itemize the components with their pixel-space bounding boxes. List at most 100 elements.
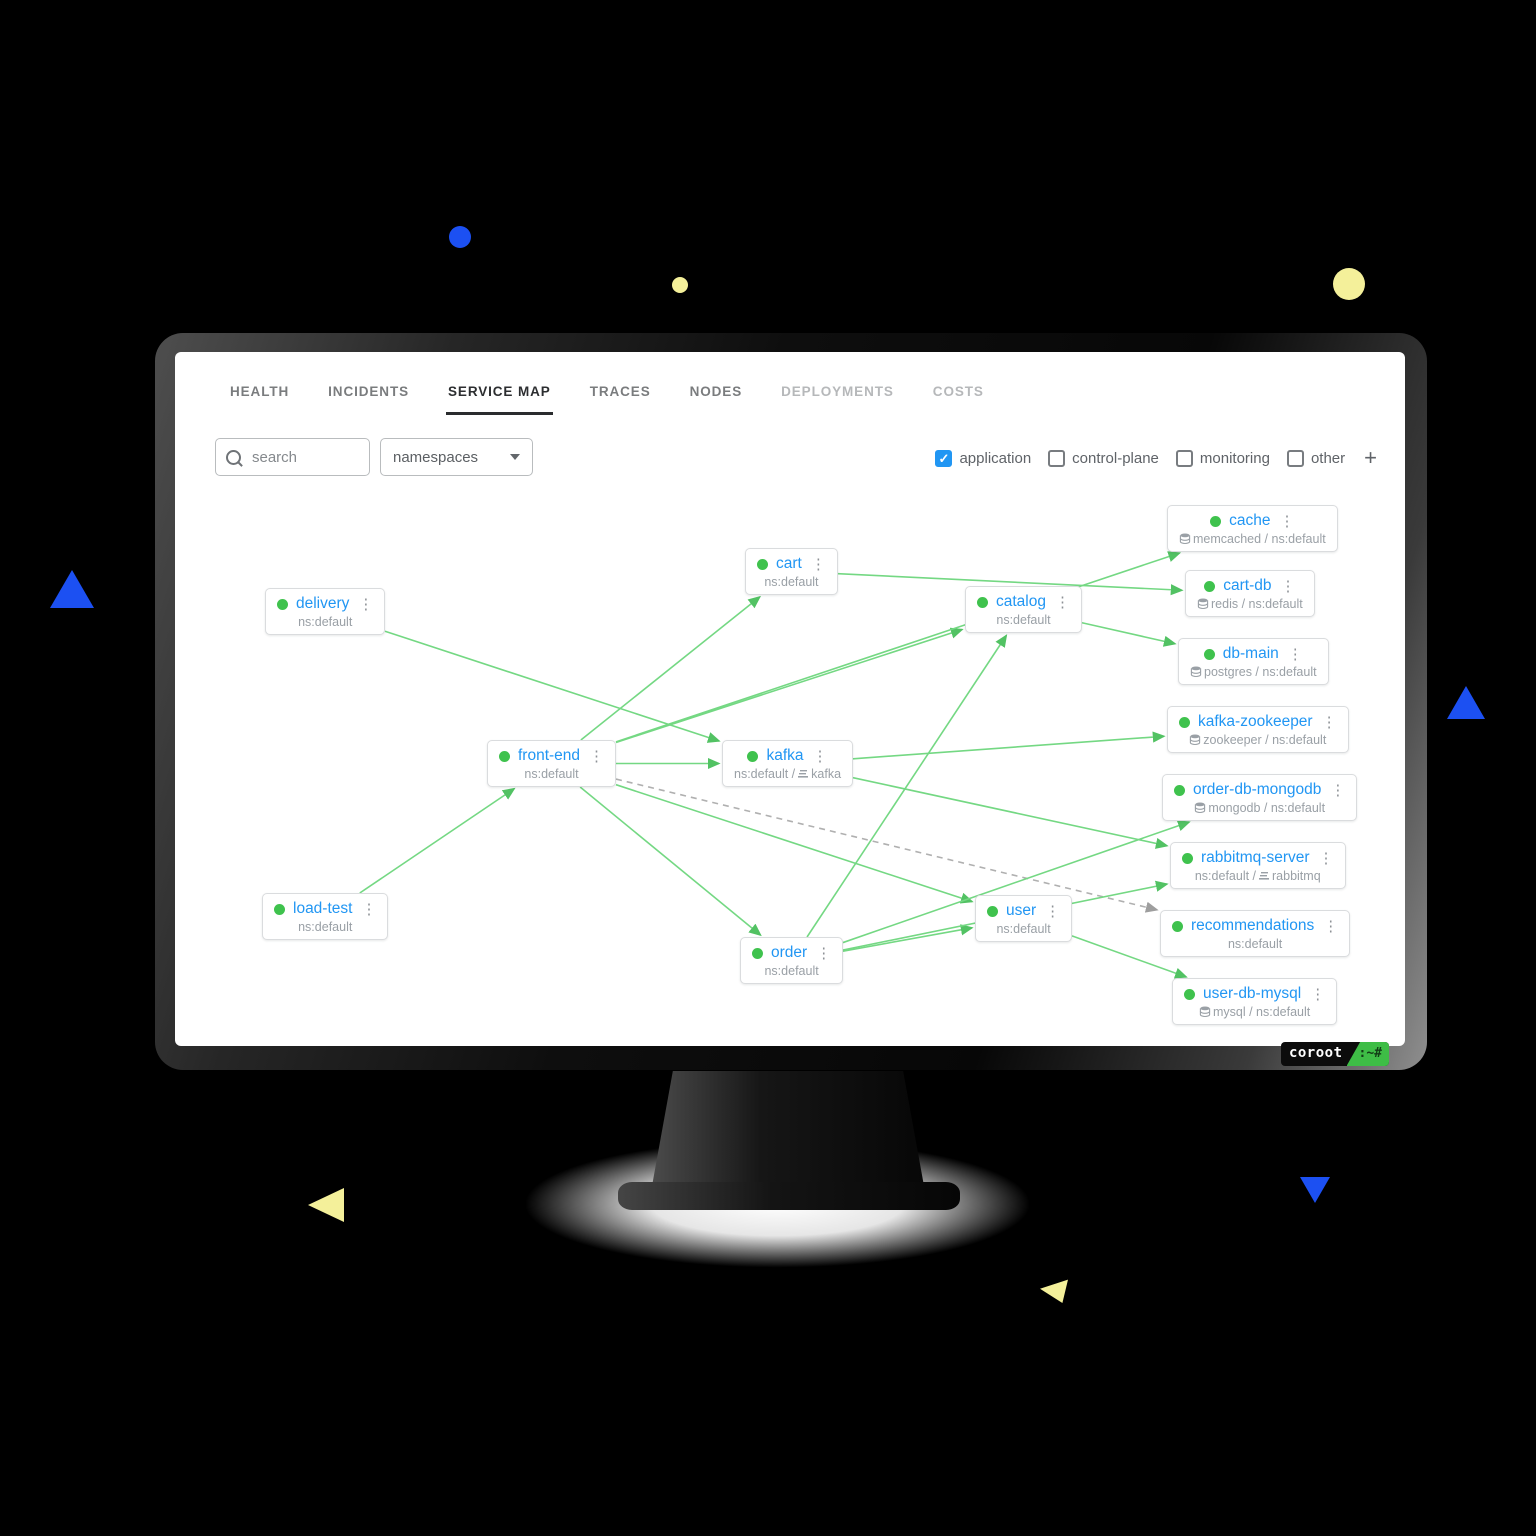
service-node-kafka[interactable]: kafka⋮ns:default / kafka bbox=[722, 740, 854, 787]
service-subtitle: postgres / ns:default bbox=[1190, 665, 1317, 679]
service-node-front-end[interactable]: front-end⋮ns:default bbox=[487, 740, 617, 787]
service-name[interactable]: cart-db bbox=[1223, 577, 1272, 594]
service-node-order[interactable]: order ⋮ ns:default bbox=[740, 937, 844, 984]
service-subtitle: ns:default bbox=[298, 615, 353, 629]
decor-triangle-blue-right bbox=[1447, 686, 1485, 719]
service-node-delivery[interactable]: delivery ⋮ ns:default bbox=[265, 588, 386, 635]
service-name[interactable]: order bbox=[771, 944, 808, 961]
db-icon bbox=[1194, 802, 1206, 814]
status-dot bbox=[274, 903, 285, 915]
service-name[interactable]: front-end bbox=[518, 747, 581, 764]
service-subtitle: memcached / ns:default bbox=[1179, 532, 1326, 546]
kebab-menu-icon[interactable]: ⋮ bbox=[589, 748, 605, 765]
kebab-menu-icon[interactable]: ⋮ bbox=[810, 556, 826, 573]
service-node-catalog[interactable]: catalog⋮ns:default bbox=[965, 586, 1082, 633]
tab-service-map[interactable]: SERVICE MAP bbox=[446, 384, 553, 415]
decor-circle-blue bbox=[449, 226, 471, 248]
checkbox-icon[interactable] bbox=[1286, 449, 1304, 467]
db-icon bbox=[1197, 598, 1209, 610]
service-name[interactable]: delivery bbox=[296, 595, 350, 612]
status-dot bbox=[1172, 920, 1183, 932]
service-node-rabbitmq-server[interactable]: rabbitmq-server⋮ns:default / rabbitmq bbox=[1170, 842, 1346, 889]
filter-label: other bbox=[1310, 449, 1346, 467]
status-dot bbox=[1184, 988, 1195, 1000]
search-input[interactable] bbox=[250, 447, 359, 467]
tab-traces[interactable]: TRACES bbox=[589, 384, 651, 399]
service-node-cache[interactable]: cache ⋮ memcached / ns:default bbox=[1167, 505, 1338, 552]
tab-incidents[interactable]: INCIDENTS bbox=[328, 384, 410, 399]
service-name[interactable]: rabbitmq-server bbox=[1201, 849, 1310, 866]
db-icon bbox=[1190, 666, 1202, 678]
queue-icon bbox=[797, 768, 809, 780]
service-subtitle: zookeeper / ns:default bbox=[1179, 733, 1337, 747]
service-node-db-main[interactable]: db-main ⋮ postgres / ns:default bbox=[1178, 638, 1329, 685]
service-node-kafka-zookeeper[interactable]: kafka-zookeeper ⋮ zookeeper / ns:default bbox=[1167, 706, 1349, 753]
service-name[interactable]: cache bbox=[1229, 512, 1271, 529]
status-dot bbox=[1204, 580, 1216, 592]
chevron-down-icon bbox=[510, 454, 520, 460]
checkbox-icon[interactable] bbox=[1048, 449, 1066, 467]
service-node-user-db-mysql[interactable]: user-db-mysql⋮mysql / ns:default bbox=[1172, 978, 1338, 1025]
kebab-menu-icon[interactable]: ⋮ bbox=[1280, 578, 1296, 595]
service-node-load-test[interactable]: load-test ⋮ ns:default bbox=[262, 893, 389, 940]
status-dot bbox=[977, 596, 988, 608]
service-name[interactable]: load-test bbox=[293, 900, 353, 917]
tab-costs[interactable]: COSTS bbox=[932, 384, 984, 399]
kebab-menu-icon[interactable]: ⋮ bbox=[1323, 918, 1339, 935]
service-name[interactable]: cart bbox=[776, 555, 802, 572]
filter-label: application bbox=[959, 449, 1032, 467]
kebab-menu-icon[interactable]: ⋮ bbox=[1287, 646, 1303, 663]
search-icon bbox=[226, 449, 241, 465]
tab-nodes[interactable]: NODES bbox=[689, 384, 743, 399]
kebab-menu-icon[interactable]: ⋮ bbox=[1279, 513, 1295, 530]
kebab-menu-icon[interactable]: ⋮ bbox=[358, 596, 374, 613]
service-map-canvas: delivery ⋮ ns:default load-test ⋮ ns:default f… bbox=[175, 352, 1405, 1046]
service-name[interactable]: order-db-mongodb bbox=[1193, 781, 1322, 798]
kebab-menu-icon[interactable]: ⋮ bbox=[1330, 782, 1346, 799]
monitor-frame: HEALTH INCIDENTS SERVICE MAP TRACES NODES DEP… bbox=[155, 333, 1427, 1070]
namespaces-select[interactable]: namespaces bbox=[380, 438, 533, 476]
db-icon bbox=[1199, 1006, 1211, 1018]
service-name[interactable]: db-main bbox=[1222, 645, 1279, 662]
coroot-logo-text: coroot bbox=[1288, 1045, 1343, 1061]
tab-deployments[interactable]: DEPLOYMENTS bbox=[781, 384, 894, 399]
decor-triangle-blue-left bbox=[50, 570, 94, 608]
tab-health[interactable]: HEALTH bbox=[230, 384, 290, 399]
service-node-recommendations[interactable]: recommendations ⋮ ns:default bbox=[1160, 910, 1351, 957]
kebab-menu-icon[interactable]: ⋮ bbox=[1310, 986, 1326, 1003]
service-node-order-db-mongodb[interactable]: order-db-mongodb⋮mongodb / ns:default bbox=[1162, 774, 1358, 821]
kebab-menu-icon[interactable]: ⋮ bbox=[1321, 714, 1337, 731]
coroot-logo-prompt: :~# bbox=[1346, 1042, 1389, 1066]
filter-application[interactable]: ✓ application bbox=[935, 449, 1032, 467]
service-subtitle: ns:default bbox=[764, 964, 819, 978]
service-subtitle: ns:default bbox=[1227, 937, 1283, 951]
service-subtitle: ns:default bbox=[298, 920, 353, 934]
service-name[interactable]: catalog bbox=[996, 593, 1046, 610]
service-node-user[interactable]: user⋮ns:default bbox=[975, 895, 1073, 942]
status-dot bbox=[499, 750, 510, 762]
search-box[interactable] bbox=[215, 438, 370, 476]
status-dot bbox=[987, 905, 998, 917]
kebab-menu-icon[interactable]: ⋮ bbox=[1054, 594, 1070, 611]
decor-triangle-yellow-small bbox=[1040, 1279, 1068, 1303]
filter-monitoring[interactable]: monitoring bbox=[1175, 449, 1270, 467]
service-node-cart[interactable]: cart⋮ns:default bbox=[745, 548, 838, 595]
kebab-menu-icon[interactable]: ⋮ bbox=[1318, 850, 1334, 867]
kebab-menu-icon[interactable]: ⋮ bbox=[1045, 903, 1061, 920]
add-filter-button[interactable]: + bbox=[1364, 445, 1377, 470]
service-name[interactable]: user-db-mysql bbox=[1203, 985, 1302, 1002]
checkbox-icon[interactable] bbox=[1175, 449, 1193, 467]
kebab-menu-icon[interactable]: ⋮ bbox=[361, 901, 377, 918]
service-name[interactable]: user bbox=[1006, 902, 1037, 919]
checkbox-checked-icon[interactable]: ✓ bbox=[935, 449, 953, 467]
service-name[interactable]: recommendations bbox=[1191, 917, 1315, 934]
kebab-menu-icon[interactable]: ⋮ bbox=[812, 748, 828, 765]
filter-other[interactable]: other bbox=[1286, 449, 1346, 467]
service-name[interactable]: kafka-zookeeper bbox=[1198, 713, 1313, 730]
kebab-menu-icon[interactable]: ⋮ bbox=[816, 945, 832, 962]
service-node-cart-db[interactable]: cart-db⋮redis / ns:default bbox=[1185, 570, 1315, 617]
filter-control-plane[interactable]: control-plane bbox=[1048, 449, 1159, 467]
filter-label: control-plane bbox=[1072, 449, 1159, 467]
decor-circle-yellow-large bbox=[1333, 268, 1365, 300]
service-name[interactable]: kafka bbox=[766, 747, 804, 764]
